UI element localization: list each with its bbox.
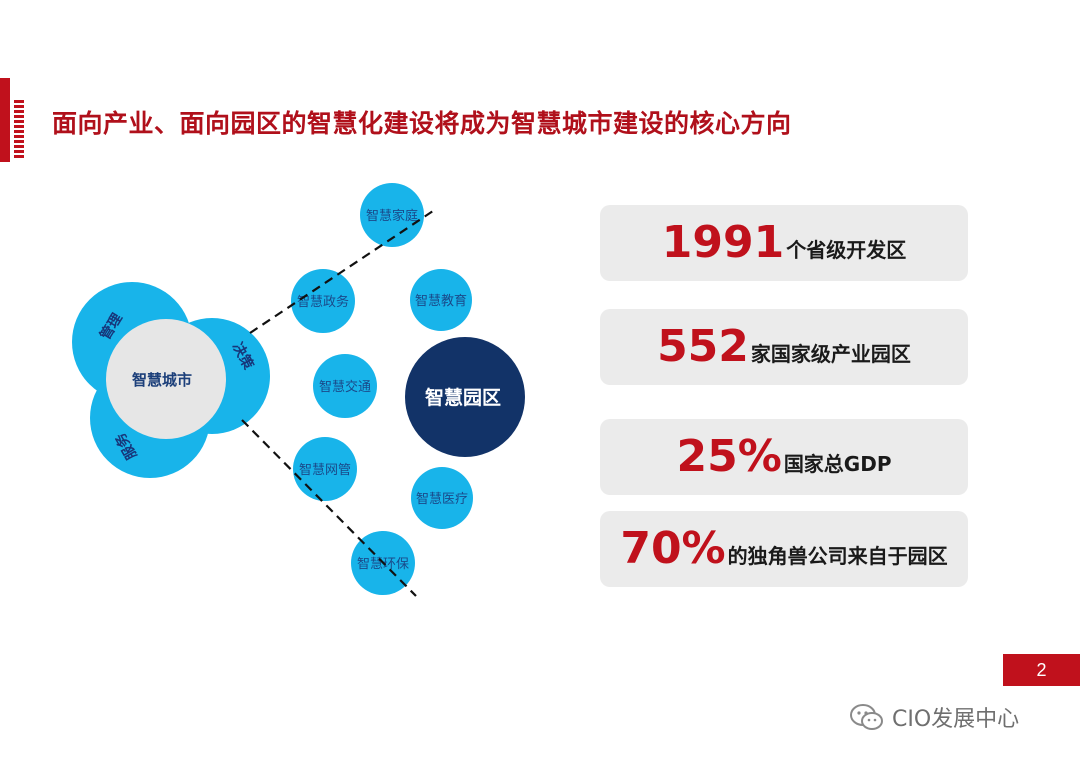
stat-number: 70%: [620, 523, 726, 574]
node-smart-transport: [313, 354, 377, 418]
watermark-text: CIO发展中心: [892, 707, 1020, 732]
accent-stripes: [14, 100, 24, 160]
node-label-smart-home: 智慧家庭: [366, 208, 418, 224]
highlight-smart-park: [405, 337, 525, 457]
stat-number: 25%: [676, 431, 782, 482]
dashed-ray-lower: [241, 419, 417, 597]
stat-card-unicorns: 70% 的独角兽公司来自于园区: [600, 511, 968, 587]
watermark: CIO发展中心: [848, 700, 1019, 734]
page-number: 2: [1003, 654, 1080, 686]
stat-card-national-parks: 552 家国家级产业园区: [600, 309, 968, 385]
stat-card-provincial-zones: 1991 个省级开发区: [600, 205, 968, 281]
accent-bar: [0, 78, 10, 162]
node-smart-medical: [411, 467, 473, 529]
center-circle: [106, 319, 226, 439]
node-smart-network: [293, 437, 357, 501]
stat-card-gdp-share: 25% 国家总GDP: [600, 419, 968, 495]
wechat-icon: [850, 704, 883, 730]
stat-label: 的独角兽公司来自于园区: [727, 543, 948, 568]
node-label-smart-government: 智慧政务: [297, 294, 349, 310]
center-label: 智慧城市: [132, 371, 192, 389]
node-smart-home: [360, 183, 424, 247]
highlight-label: 智慧园区: [425, 386, 501, 409]
node-label-smart-medical: 智慧医疗: [416, 491, 468, 507]
slide-title: 面向产业、面向园区的智慧化建设将成为智慧城市建设的核心方向: [52, 109, 792, 138]
node-smart-government: [291, 269, 355, 333]
node-label-smart-network: 智慧网管: [299, 462, 351, 478]
stat-label: 家国家级产业园区: [750, 341, 911, 366]
stat-label: 个省级开发区: [786, 237, 907, 262]
node-label-smart-transport: 智慧交通: [319, 379, 371, 395]
node-label-smart-education: 智慧教育: [415, 293, 467, 309]
stat-number: 552: [657, 321, 749, 372]
stat-number: 1991: [661, 217, 785, 268]
stat-label: 国家总GDP: [783, 451, 892, 476]
dashed-ray-upper: [249, 210, 434, 334]
node-smart-education: [410, 269, 472, 331]
